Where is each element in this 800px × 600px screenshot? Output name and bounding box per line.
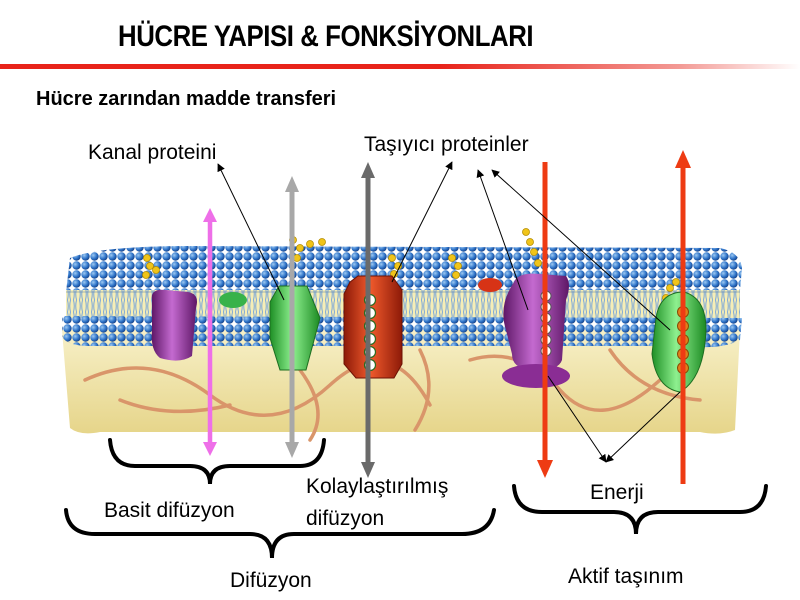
label-active-transport: Aktif taşınım <box>568 565 684 588</box>
light-grey-double-arrow <box>285 176 299 458</box>
label-diffusion: Difüzyon <box>230 569 312 592</box>
brace-diffusion <box>64 508 496 559</box>
title-underline <box>0 64 800 69</box>
red-down-arrow <box>537 162 553 478</box>
left-peripheral-protein <box>151 289 197 361</box>
glycolipid-chains <box>142 228 680 302</box>
pink-double-arrow <box>203 208 217 456</box>
label-pointers <box>217 161 681 463</box>
label-facilitated-diffusion-line1: Kolaylaştırılmış <box>306 475 449 498</box>
small-red-protein <box>478 278 502 292</box>
label-carrier-proteins: Taşıyıcı proteinler <box>364 133 529 156</box>
dark-grey-double-arrow <box>361 162 375 478</box>
red-up-arrow <box>675 150 691 484</box>
page-subtitle: Hücre zarından madde transferi <box>36 88 337 110</box>
cytoplasm-layer <box>62 330 740 442</box>
page-title: HÜCRE YAPISI & FONKSİYONLARI <box>118 20 534 53</box>
brace-simple-diffusion <box>108 438 326 485</box>
brace-active-transport <box>512 484 768 535</box>
channel-protein <box>269 285 321 371</box>
carrier-protein-purple <box>502 273 570 388</box>
label-energy: Enerji <box>590 481 644 504</box>
label-facilitated-diffusion-line2: difüzyon <box>306 507 385 530</box>
label-simple-diffusion: Basit difüzyon <box>104 499 235 522</box>
small-green-protein <box>219 292 247 308</box>
carrier-protein-red <box>343 275 403 379</box>
label-channel-protein: Kanal proteini <box>88 141 217 164</box>
